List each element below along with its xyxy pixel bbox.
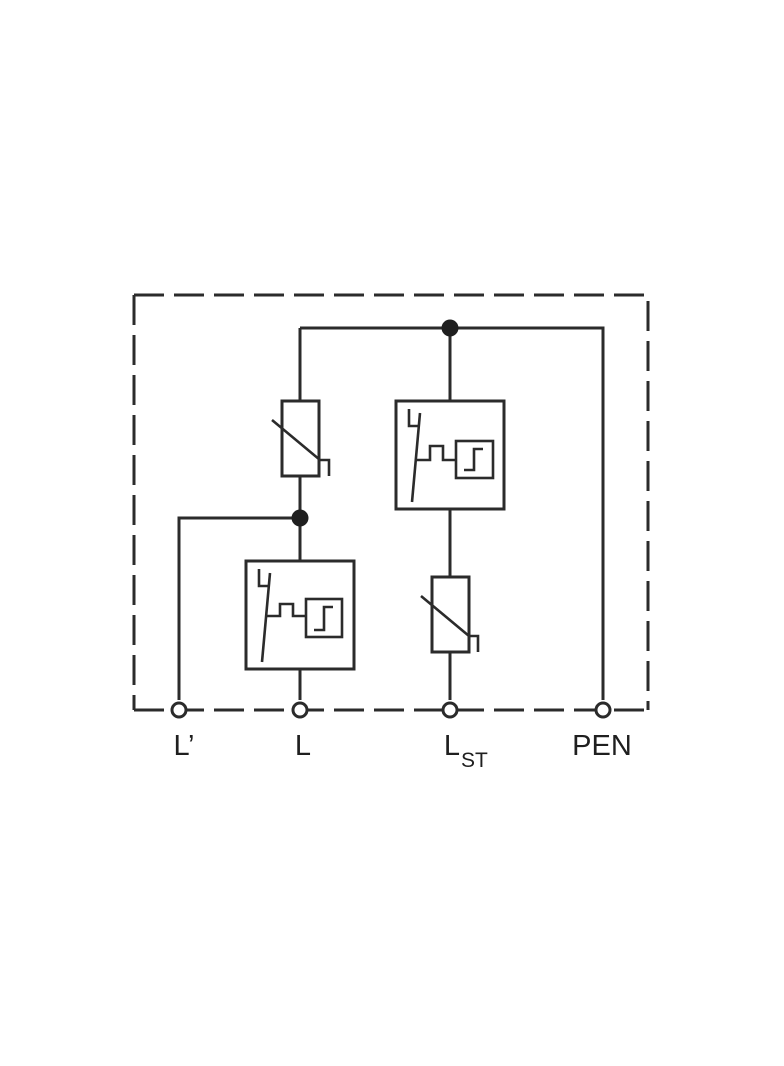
wiring [177, 326, 605, 700]
terminal-lst [441, 701, 459, 719]
junction-node-left [291, 509, 309, 527]
varistor-l [271, 399, 331, 478]
terminal-l [291, 701, 309, 719]
l-prime-wire [177, 516, 300, 700]
label-l-prime: L’ [174, 730, 195, 762]
terminal-pen [594, 701, 612, 719]
junction-node-top [441, 319, 459, 337]
terminal-l-prime [170, 701, 188, 719]
thermal-disconnector-l [244, 559, 356, 671]
thermal-disconnector-lst [394, 399, 506, 511]
pen-wire [300, 326, 605, 700]
enclosure-outline [132, 293, 650, 712]
label-l: L [295, 730, 311, 762]
label-pen: PEN [572, 730, 632, 762]
label-lst-subscript: ST [461, 749, 488, 772]
label-lst-main: L [444, 730, 460, 762]
varistor-lst [420, 575, 480, 654]
